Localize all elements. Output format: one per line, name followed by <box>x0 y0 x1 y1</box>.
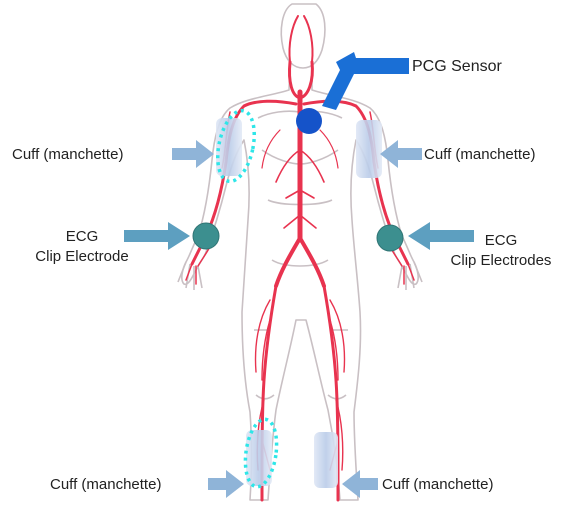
label-ecg-left-line1: ECG <box>14 228 150 245</box>
label-ecg-right: ECG Clip Electrodes <box>430 232 572 269</box>
label-ecg-left-line2: Clip Electrode <box>14 248 150 265</box>
label-pcg-sensor: PCG Sensor <box>412 58 502 75</box>
pcg-arrow <box>322 52 409 110</box>
label-ecg-left: ECG Clip Electrode <box>14 228 150 265</box>
ecg-electrode-right <box>377 225 403 251</box>
arrow-cuff-right-leg <box>342 470 378 498</box>
cuff-right-arm <box>356 120 382 178</box>
label-cuff-left-arm: Cuff (manchette) <box>12 146 123 163</box>
cuff-right-leg <box>314 432 338 488</box>
arrow-cuff-left-leg <box>208 470 244 498</box>
pcg-sensor <box>296 108 322 134</box>
label-ecg-right-line1: ECG <box>430 232 572 249</box>
body-outline <box>178 4 422 500</box>
arrow-cuff-left-arm <box>172 140 214 168</box>
cuff-left-arm <box>216 118 242 176</box>
ecg-electrode-left <box>193 223 219 249</box>
label-cuff-right-leg: Cuff (manchette) <box>382 476 493 493</box>
label-ecg-right-line2: Clip Electrodes <box>430 252 572 269</box>
label-cuff-right-arm: Cuff (manchette) <box>424 146 535 163</box>
arteries <box>186 16 414 500</box>
label-cuff-left-leg: Cuff (manchette) <box>50 476 161 493</box>
